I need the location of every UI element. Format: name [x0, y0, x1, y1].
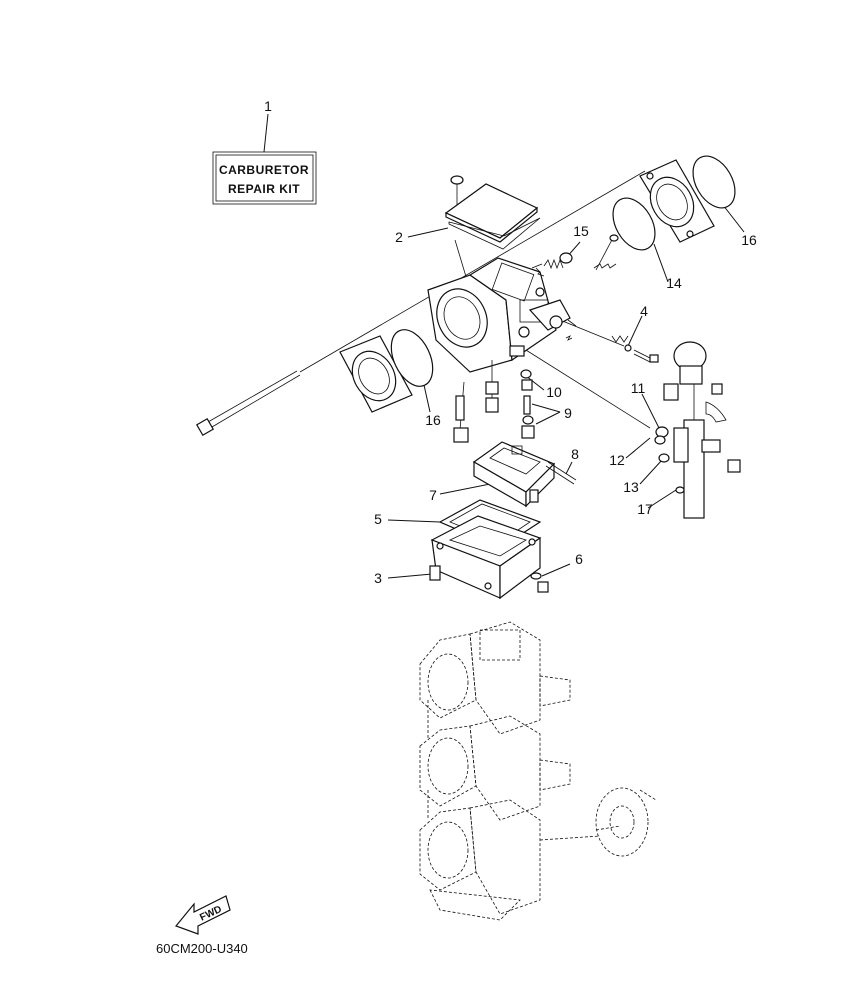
callout-12: 12 — [609, 452, 625, 468]
drawing-code: 60CM200-U340 — [156, 941, 248, 956]
callout-16-right: 16 — [741, 232, 757, 248]
float — [472, 441, 577, 508]
callout-14: 14 — [666, 275, 682, 291]
carburetor-stack-reference — [419, 621, 657, 921]
kit-label-line1: CARBURETOR — [219, 163, 309, 177]
float-chamber — [430, 515, 542, 600]
leader-lines — [263, 113, 745, 579]
jets-and-nozzles — [453, 360, 499, 443]
idle-screw-axis-line — [559, 319, 625, 347]
callout-9: 9 — [564, 405, 572, 421]
callout-3: 3 — [374, 570, 382, 586]
callout-6: 6 — [575, 551, 583, 567]
callout-11: 11 — [631, 380, 646, 396]
fwd-arrow: FWD — [174, 895, 231, 935]
callout-7: 7 — [429, 487, 437, 503]
pilot-screw-spring — [531, 234, 619, 271]
right-flange — [612, 155, 736, 251]
enrichener-valve-assembly — [654, 341, 741, 519]
callout-16-left: 16 — [425, 412, 441, 428]
callout-5: 5 — [374, 511, 382, 527]
callout-4: 4 — [640, 303, 648, 319]
repair-kit-box: CARBURETOR REPAIR KIT — [212, 151, 317, 205]
idle-adjust-screw — [611, 335, 659, 363]
callout-13: 13 — [623, 479, 639, 495]
fwd-label: FWD — [198, 904, 223, 924]
left-flange — [339, 329, 434, 413]
callout-8: 8 — [571, 446, 579, 462]
kit-label-line2: REPAIR KIT — [228, 182, 300, 196]
callout-17: 17 — [637, 501, 653, 517]
carburetor-body — [427, 257, 577, 373]
callout-2: 2 — [395, 229, 403, 245]
float-chamber-axis-line — [509, 339, 651, 429]
needle-valve-assembly — [520, 369, 535, 439]
assembly-axis-line — [299, 170, 646, 373]
drain-screw — [429, 565, 549, 593]
callout-10: 10 — [546, 384, 562, 400]
callout-15: 15 — [573, 223, 589, 239]
callout-1: 1 — [264, 98, 272, 114]
callout-numbers: 1 2 3 4 5 6 7 8 9 10 11 12 13 14 15 16 1… — [264, 98, 757, 586]
long-bolt — [195, 370, 301, 437]
